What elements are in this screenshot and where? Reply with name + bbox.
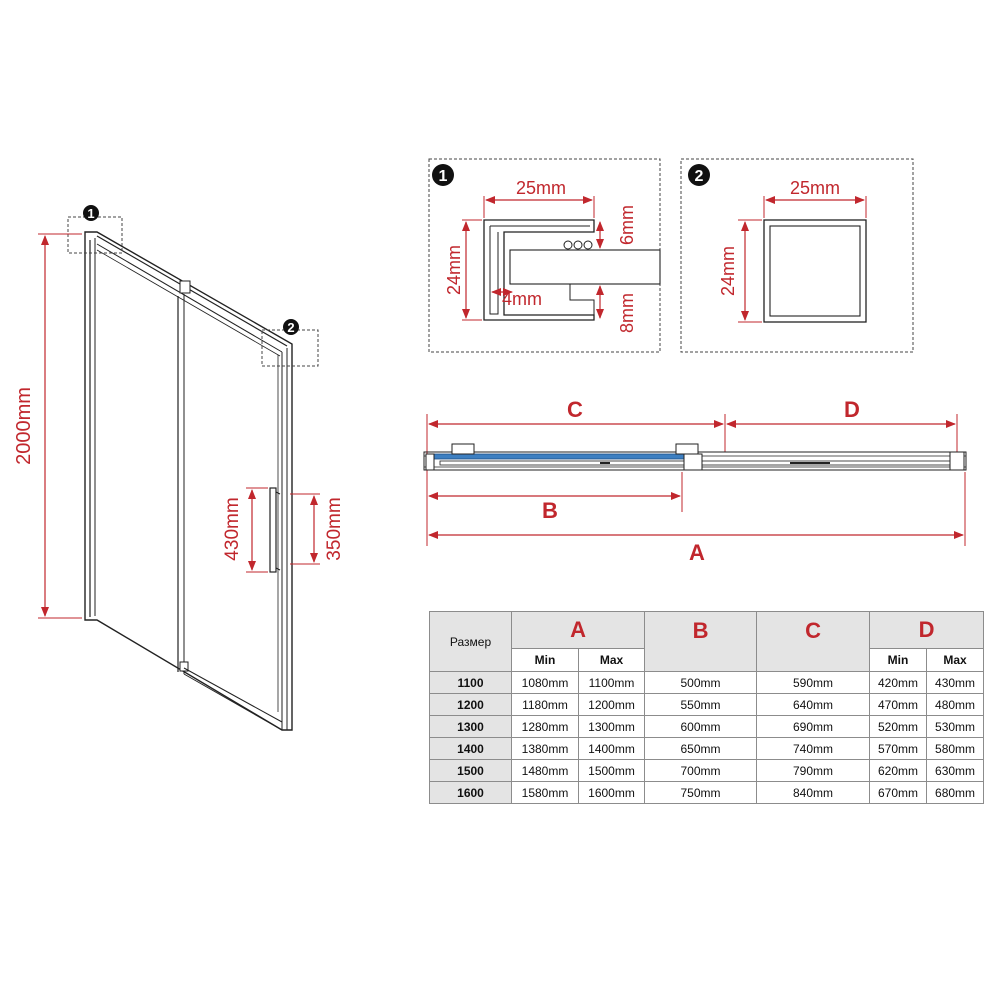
plan-view: C D B A: [423, 397, 967, 565]
cell-b: 550mm: [644, 693, 758, 716]
detail-2-width-label: 25mm: [790, 178, 840, 198]
handle-mount-label: 350mm: [324, 497, 345, 560]
cell-a-min: 1180mm: [511, 693, 579, 716]
cell-d-max: 580mm: [926, 737, 985, 760]
cell-size: 1600: [429, 781, 512, 804]
svg-text:2: 2: [287, 320, 294, 335]
cell-d-min: 420mm: [869, 671, 928, 694]
cell-c: 840mm: [756, 781, 871, 804]
cell-b: 650mm: [644, 737, 758, 760]
cell-d-min: 620mm: [869, 759, 928, 782]
plan-label-c: C: [567, 397, 583, 422]
door-height-label: 2000mm: [13, 387, 35, 465]
size-header: Размер: [429, 611, 512, 672]
handle-length-label: 430mm: [222, 497, 243, 560]
cell-size: 1500: [429, 759, 512, 782]
plan-label-b: B: [542, 498, 558, 523]
d-max-header: Max: [926, 648, 985, 672]
cell-d-min: 520mm: [869, 715, 928, 738]
a-max-header: Max: [577, 648, 646, 672]
detail-1-slot-label: 4mm: [502, 289, 542, 309]
detail-2-profile: 2 25mm 24mm: [680, 158, 914, 353]
cell-b: 700mm: [644, 759, 758, 782]
col-c-header: C: [756, 611, 871, 672]
cell-a-min: 1080mm: [511, 671, 579, 694]
cell-b: 600mm: [644, 715, 758, 738]
cell-a-max: 1300mm: [577, 715, 646, 738]
cell-size: 1400: [429, 737, 512, 760]
detail-1-number: 1: [439, 168, 448, 185]
cell-b: 750mm: [644, 781, 758, 804]
cell-size: 1100: [429, 671, 512, 694]
cell-a-max: 1500mm: [577, 759, 646, 782]
cell-c: 740mm: [756, 737, 871, 760]
cell-a-min: 1380mm: [511, 737, 579, 760]
cell-d-max: 530mm: [926, 715, 985, 738]
cell-a-max: 1600mm: [577, 781, 646, 804]
cell-size: 1300: [429, 715, 512, 738]
door-outline: [84, 231, 293, 731]
col-b-header: B: [644, 611, 758, 672]
cell-c: 590mm: [756, 671, 871, 694]
cell-b: 500mm: [644, 671, 758, 694]
cell-d-max: 430mm: [926, 671, 985, 694]
door-handle: [269, 487, 277, 573]
cell-d-min: 670mm: [869, 781, 928, 804]
cell-size: 1200: [429, 693, 512, 716]
cell-d-max: 680mm: [926, 781, 985, 804]
cell-c: 790mm: [756, 759, 871, 782]
detail-1-height-label: 24mm: [444, 245, 464, 295]
door-isometric-view: 1 2 2000mm 430mm 350mm: [13, 205, 345, 731]
cell-a-max: 1400mm: [577, 737, 646, 760]
detail-1-gap-top-label: 6mm: [617, 205, 637, 245]
d-min-header: Min: [869, 648, 928, 672]
table-header-row: Размер A B C D: [429, 611, 985, 672]
cell-a-min: 1280mm: [511, 715, 579, 738]
plan-label-d: D: [844, 397, 860, 422]
col-a-header: A: [510, 611, 646, 649]
col-d-header: D: [869, 611, 985, 649]
detail-1-width-label: 25mm: [516, 178, 566, 198]
cell-d-min: 470mm: [869, 693, 928, 716]
cell-d-min: 570mm: [869, 737, 928, 760]
cell-d-max: 630mm: [926, 759, 985, 782]
a-min-header: Min: [511, 648, 579, 672]
callout-badge-1: 1: [83, 205, 99, 221]
detail-2-number: 2: [695, 168, 704, 185]
cell-a-max: 1100mm: [577, 671, 646, 694]
detail-1-profile: 1 25mm 24mm 6mm 8mm 4mm: [428, 158, 661, 353]
cell-c: 640mm: [756, 693, 871, 716]
detail-2-height-label: 24mm: [718, 246, 738, 296]
cell-a-min: 1480mm: [511, 759, 579, 782]
detail-1-gap-bottom-label: 8mm: [617, 293, 637, 333]
cell-a-min: 1580mm: [511, 781, 579, 804]
cell-c: 690mm: [756, 715, 871, 738]
svg-text:1: 1: [87, 206, 94, 221]
callout-badge-2: 2: [283, 319, 299, 335]
plan-label-a: A: [689, 540, 705, 565]
sliding-glass-panel: [429, 453, 701, 460]
cell-a-max: 1200mm: [577, 693, 646, 716]
cell-d-max: 480mm: [926, 693, 985, 716]
